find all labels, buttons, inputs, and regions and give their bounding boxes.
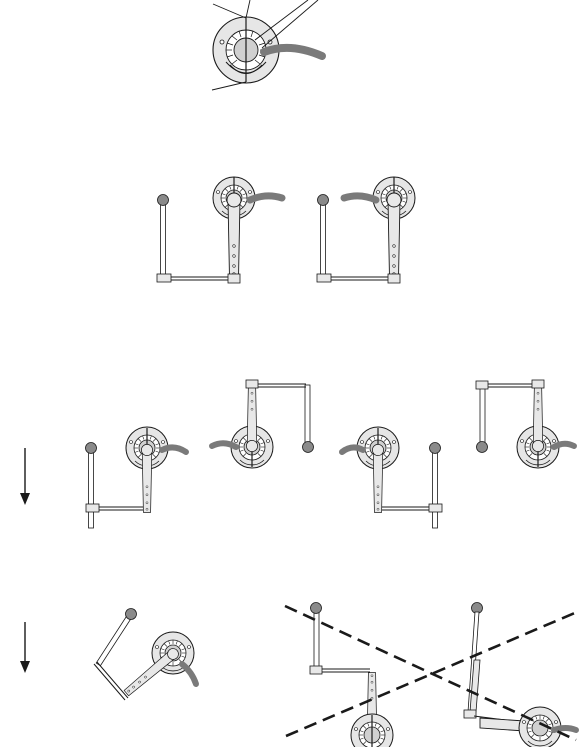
assembly-4c-invalid: [464, 603, 576, 747]
row-installation: [20, 603, 577, 747]
arrow-down-icon: [20, 622, 30, 673]
assembly-3d: [476, 380, 574, 468]
assembly-4a: [94, 606, 196, 700]
arrow-down-icon: [20, 448, 30, 505]
assembly-2a: [157, 177, 282, 283]
assembly-3c: [342, 427, 442, 528]
assembly-3a: [86, 427, 187, 528]
detail-view: [212, 0, 322, 90]
assembly-2b: [317, 177, 415, 283]
assembly-3b: [212, 380, 314, 468]
row-four-orientations: [20, 380, 574, 528]
row-two-configurations: [157, 177, 415, 283]
